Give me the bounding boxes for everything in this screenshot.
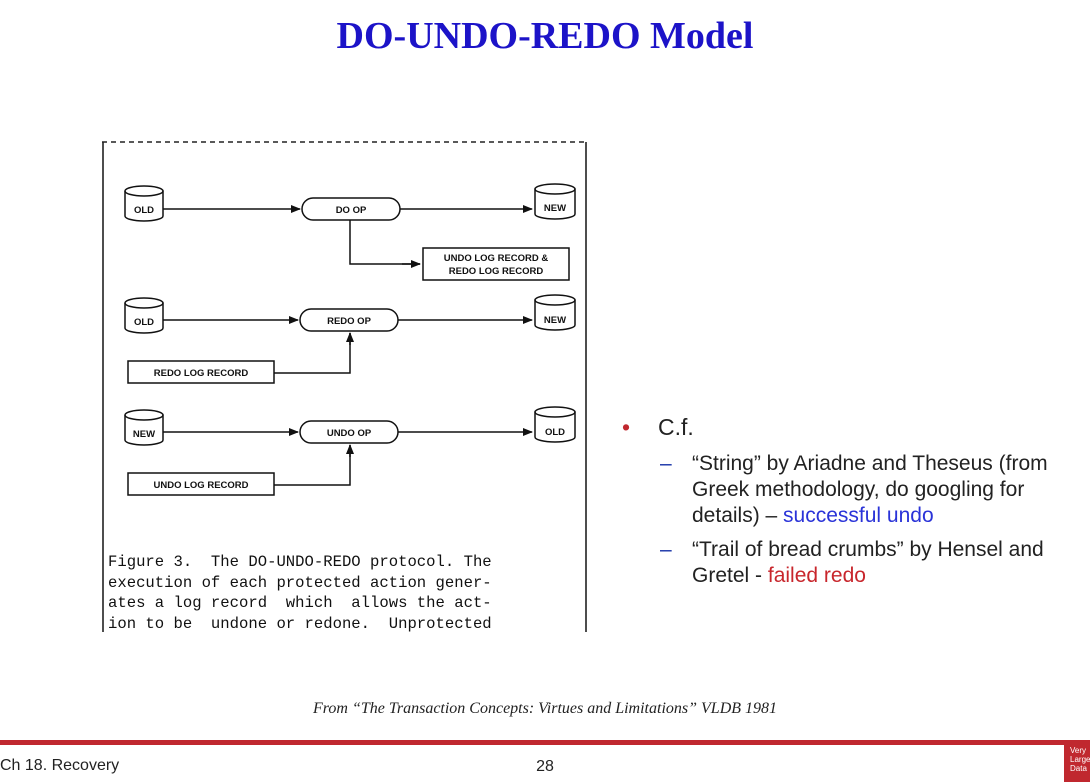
protocol-figure: OLD DO OP NEW UNDO LOG RECORD & REDO LOG… [102,141,588,632]
caption-line: ion to be undone or redone. Unprotected [108,614,492,633]
logo-text-line: Very [1070,746,1087,755]
caption-line: Figure 3. The DO-UNDO-REDO protocol. The [108,553,492,571]
do-output-label: NEW [544,203,566,214]
logo-text-line: Large [1070,755,1090,764]
undo-log-box [127,472,275,496]
redo-log-box [127,360,275,384]
bullet-dot-icon: • [622,414,631,440]
db-old-icon [534,406,576,443]
dash-icon: – [660,452,672,475]
do-input-label: OLD [134,205,154,216]
undo-redo-log-box [422,247,570,281]
db-old-icon [124,297,164,334]
do-op-label: DO OP [336,205,367,216]
footer-chapter: Ch 18. Recovery [0,757,120,774]
sub-bullet-item: – “Trail of bread crumbs” by Hensel and … [622,537,1090,589]
dash-icon: – [660,538,672,561]
sub-bullet-highlight: successful undo [783,504,934,527]
bullet-text: C.f. [658,414,694,440]
sub-bullet-highlight: failed redo [767,564,866,587]
footer-divider [0,740,1090,745]
bullet-item: • C.f. [622,414,1090,441]
sub-bullet-text: “Trail of bread crumbs” by Hensel and Gr… [692,538,1044,587]
bullet-list: • C.f. – “String” by Ariadne and Theseus… [622,414,1090,597]
undo-output-label: OLD [545,427,565,438]
undo-log-label: UNDO LOG RECORD [154,480,249,491]
caption-line: ates a log record which allows the act- [108,594,492,612]
undo-op-label: UNDO OP [327,428,372,439]
db-new-icon [124,409,164,446]
db-new-icon [534,294,576,331]
vldb-logo: Very Large Data [1064,744,1090,782]
figure-caption: Figure 3. The DO-UNDO-REDO protocol. The… [108,552,584,634]
source-citation: From “The Transaction Concepts: Virtues … [312,700,778,717]
do-log-label-1: UNDO LOG RECORD & [444,253,549,264]
db-new-icon [534,183,576,220]
redo-output-label: NEW [544,315,566,326]
redo-op-label: REDO OP [327,316,371,327]
do-log-label-2: REDO LOG RECORD [449,266,544,277]
undo-input-label: NEW [133,429,155,440]
page-number: 28 [536,758,554,775]
sub-bullet-text: “String” by Ariadne and Theseus (from Gr… [692,452,1048,527]
redo-input-label: OLD [134,317,154,328]
sub-bullet-item: – “String” by Ariadne and Theseus (from … [622,451,1090,529]
db-old-icon [124,185,164,222]
redo-log-label: REDO LOG RECORD [154,368,249,379]
caption-line: execution of each protected action gener… [108,573,492,592]
slide-title: DO-UNDO-REDO Model [336,15,754,57]
logo-text-line: Data [1070,764,1087,773]
